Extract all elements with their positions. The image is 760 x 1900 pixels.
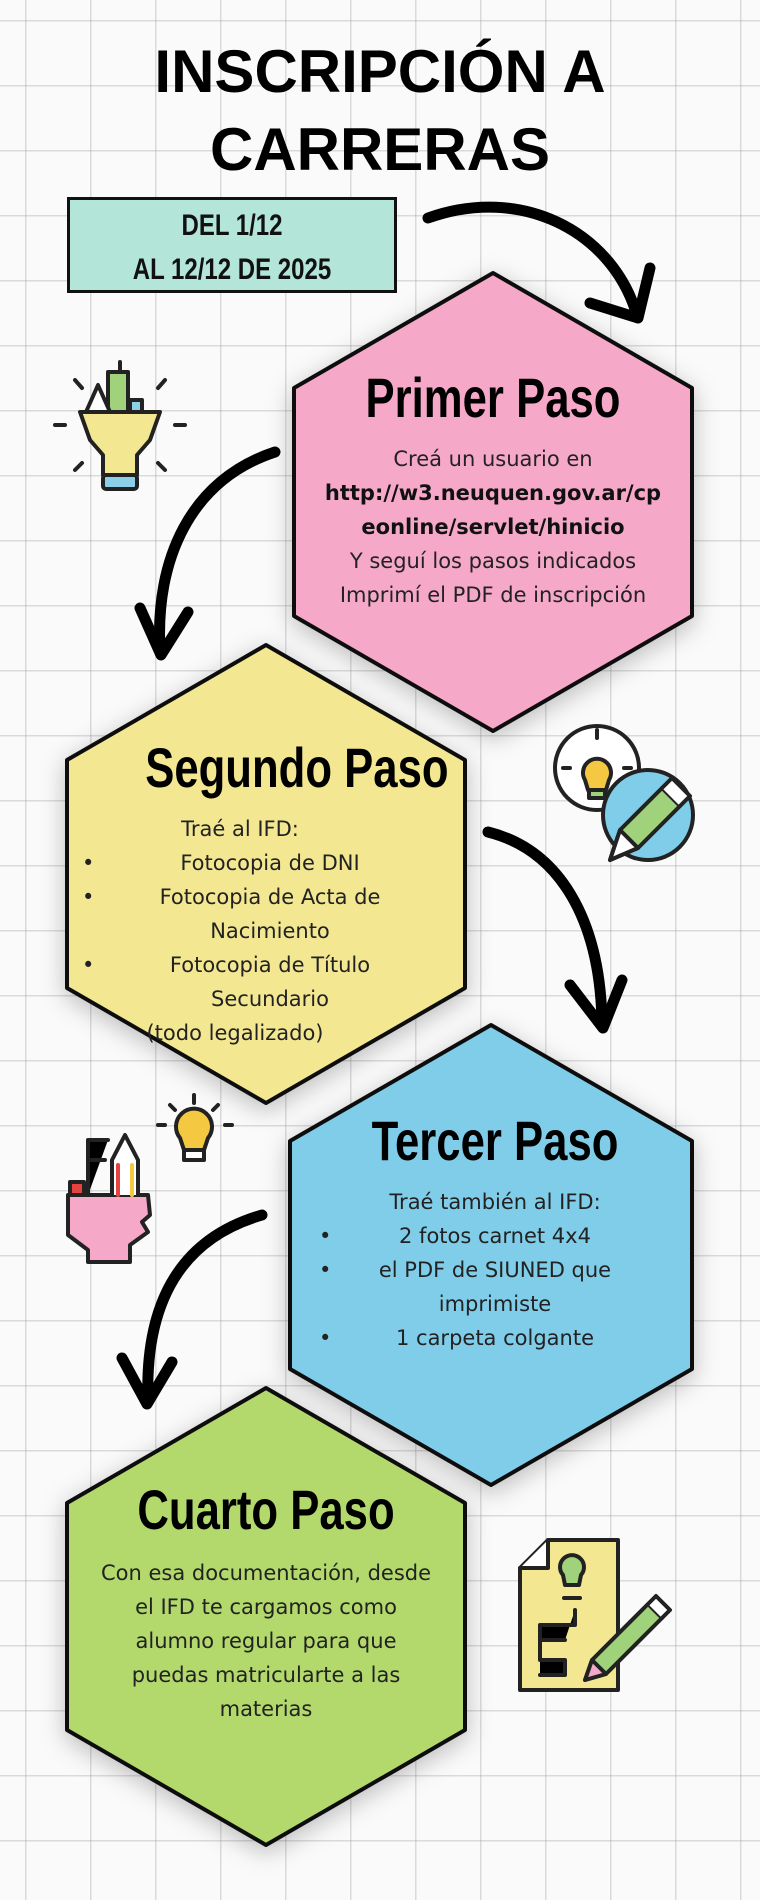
hexagon-step-2 (65, 643, 467, 1105)
step-4: Cuarto Paso Con esa documentación, desde… (67, 1478, 465, 1726)
step-line: Y seguí los pasos indicados (349, 549, 637, 573)
step-intro: Traé al IFD: (181, 817, 299, 841)
step-line: Creá un usuario en (393, 447, 593, 471)
step-line: alumno regular para que (135, 1629, 397, 1653)
step-heading: Segundo Paso (145, 736, 449, 799)
step-3: Tercer Paso Traé también al IFD: •2 foto… (319, 1109, 655, 1355)
page-title: INSCRIPCIÓN A CARRERAS (0, 33, 760, 189)
list-item: •Fotocopia de DNI (82, 851, 360, 875)
step-heading: Cuarto Paso (137, 1478, 395, 1541)
url-link-cont[interactable]: eonline/servlet/hinicio (361, 515, 625, 539)
step-line: Imprimí el PDF de inscripción (339, 583, 647, 607)
arrow-to-step-4 (116, 1209, 268, 1410)
step-1: Primer Paso Creá un usuario en http://w3… (294, 366, 692, 612)
list-item: •Fotocopia de Título Secundario (82, 953, 371, 1011)
step-2: Segundo Paso Traé al IFD: •Fotocopia de … (82, 736, 449, 1050)
title-line-2: CARRERAS (209, 116, 551, 183)
document-pencil-icon (518, 1538, 672, 1692)
hexagon-step-1 (292, 271, 694, 733)
hexagon-step-3 (288, 1023, 694, 1487)
list-item: •Fotocopia de Acta de Nacimiento (82, 885, 381, 943)
list-item: •1 carpeta colgante (319, 1326, 594, 1350)
arrow-to-step-2 (134, 446, 281, 661)
list-item: •el PDF de SIUNED que imprimiste (319, 1258, 612, 1316)
date-line-1: DEL 1/12 (181, 209, 283, 242)
hexagon-step-4 (65, 1386, 467, 1847)
step-line: Con esa documentación, desde (100, 1561, 432, 1585)
title-line-1: INSCRIPCIÓN A (154, 38, 606, 105)
step-line: puedas matricularte a las (131, 1663, 401, 1687)
date-range-box: DEL 1/12 AL 12/12 DE 2025 (67, 197, 397, 293)
step-heading: Primer Paso (365, 366, 621, 429)
head-pencils-icon (66, 1093, 234, 1264)
url-link[interactable]: http://w3.neuquen.gov.ar/cp (324, 481, 662, 505)
lightbulb-pencil-icon (553, 724, 695, 862)
step-line: materias (219, 1697, 313, 1721)
lightbulb-pencils-icon (53, 360, 187, 491)
list-item: •2 fotos carnet 4x4 (319, 1224, 591, 1248)
step-line: el IFD te cargamos como (135, 1595, 397, 1619)
step-intro: Traé también al IFD: (389, 1190, 601, 1214)
arrow-to-step-3 (482, 826, 628, 1034)
step-outro: (todo legalizado) (146, 1021, 324, 1045)
date-line-2: AL 12/12 DE 2025 (132, 253, 332, 286)
step-heading: Tercer Paso (371, 1109, 619, 1172)
arrow-to-step-1 (422, 201, 656, 324)
